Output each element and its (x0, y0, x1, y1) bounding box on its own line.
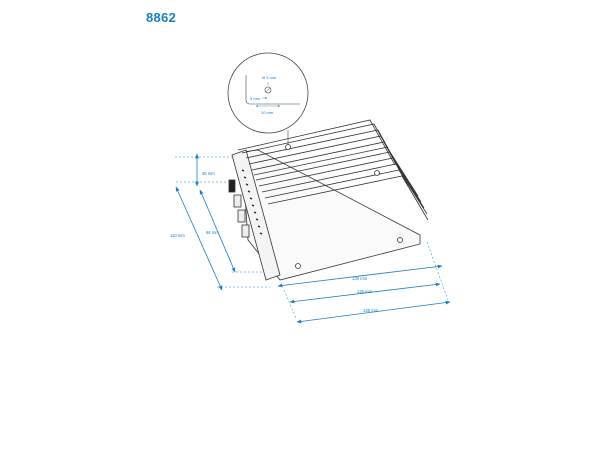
heatsink-fin (255, 151, 419, 197)
label-96mm: 96 mm (206, 230, 219, 235)
label-45mm: 45 mm (202, 171, 215, 176)
model-code-title: 8862 (146, 10, 177, 25)
hole-diameter-label: Ø 5 mm (262, 75, 277, 80)
plate-edge (245, 75, 300, 105)
amplifier-unit (228, 119, 429, 281)
dimension-line-96mm (199, 189, 236, 273)
center-channel (253, 146, 389, 176)
mounting-hole (374, 170, 380, 176)
mounting-hole (397, 237, 403, 243)
connector-block (237, 209, 246, 223)
base-plate (241, 149, 421, 281)
label-126mm: 126 mm (357, 289, 373, 294)
dimension-line-126mm (289, 282, 441, 304)
heatsink-fin (267, 175, 429, 221)
dimension-line-135mm (296, 300, 451, 324)
dimension-line-110mm (175, 186, 223, 291)
heatsink-fin (261, 163, 425, 209)
heatsink-fin (258, 157, 422, 203)
vent-slots (241, 169, 263, 235)
hole-spacing-label: 10 mm (261, 110, 274, 115)
edge-offset-label: 5 mm (250, 96, 261, 101)
mounting-hole (285, 144, 291, 150)
heatsink-fin (264, 169, 428, 215)
label-130mm: 130 mm (352, 276, 368, 281)
heatsink-fin (237, 119, 396, 166)
label-135mm: 135 mm (363, 308, 379, 313)
hole-detail-callout: Ø 5 mm 5 mm 10 mm (227, 52, 309, 145)
label-110mm: 110 mm (170, 233, 185, 238)
connector-block (233, 194, 242, 208)
connector-block (241, 224, 250, 238)
mounting-hole (295, 263, 301, 269)
